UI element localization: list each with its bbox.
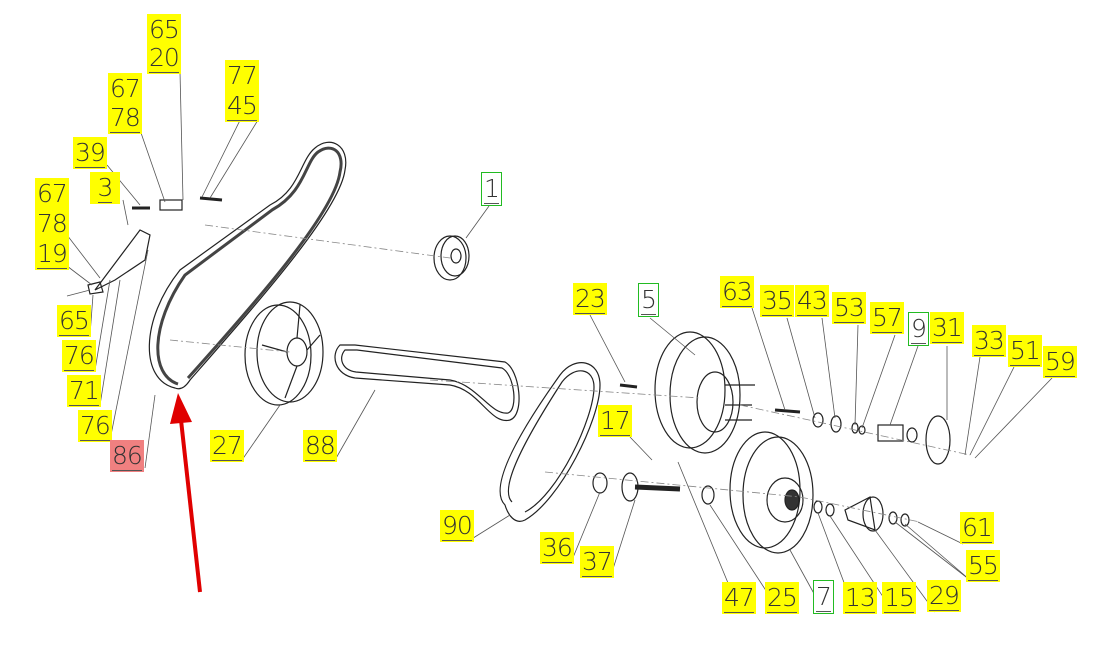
- callout-78[interactable]: 78: [35, 208, 69, 240]
- callout-number: 25: [767, 583, 798, 613]
- callout-number: 90: [442, 511, 473, 541]
- callout-number: 43: [797, 286, 828, 316]
- callout-number: 71: [69, 376, 100, 406]
- callout-number: 35: [762, 286, 793, 316]
- callout-number: 65: [59, 306, 90, 336]
- callout-number: 1: [484, 174, 500, 204]
- callout-55[interactable]: 55: [966, 550, 1000, 582]
- callout-71[interactable]: 71: [67, 375, 101, 407]
- callout-17[interactable]: 17: [598, 405, 632, 437]
- callout-number: 53: [834, 293, 865, 323]
- callout-15[interactable]: 15: [882, 582, 916, 614]
- callout-number: 76: [64, 341, 95, 371]
- belt-86: [148, 141, 347, 390]
- callout-number: 19: [37, 239, 68, 269]
- callout-number: 51: [1010, 336, 1041, 366]
- callout-76[interactable]: 76: [78, 410, 112, 442]
- callout-number: 23: [575, 284, 606, 314]
- belt-90: [499, 362, 601, 522]
- callout-number: 5: [641, 285, 657, 315]
- callout-76[interactable]: 76: [62, 340, 96, 372]
- callout-number: 9: [911, 314, 927, 344]
- callout-1[interactable]: 1: [481, 172, 502, 206]
- callout-3[interactable]: 3: [90, 172, 120, 204]
- callout-13[interactable]: 13: [843, 582, 877, 614]
- callout-5[interactable]: 5: [638, 283, 659, 317]
- callout-59[interactable]: 59: [1043, 346, 1077, 378]
- callout-77[interactable]: 77: [225, 60, 259, 92]
- callout-number: 7: [816, 582, 832, 612]
- callout-number: 65: [149, 15, 180, 45]
- callout-number: 61: [962, 513, 993, 543]
- callout-67[interactable]: 67: [108, 73, 142, 105]
- callout-88[interactable]: 88: [303, 430, 337, 462]
- callout-number: 63: [722, 277, 753, 307]
- drum-7: [729, 431, 814, 554]
- callout-29[interactable]: 29: [927, 580, 961, 612]
- callout-number: 47: [724, 583, 755, 613]
- callout-25[interactable]: 25: [765, 582, 799, 614]
- callout-number: 27: [212, 431, 243, 461]
- callout-9[interactable]: 9: [908, 312, 929, 346]
- callout-7[interactable]: 7: [813, 580, 834, 614]
- callout-90[interactable]: 90: [440, 510, 474, 542]
- callout-number: 15: [884, 583, 915, 613]
- callout-45[interactable]: 45: [225, 90, 259, 122]
- callout-23[interactable]: 23: [573, 283, 607, 315]
- callout-53[interactable]: 53: [832, 292, 866, 324]
- callout-number: 55: [968, 551, 999, 581]
- callout-number: 59: [1045, 347, 1076, 377]
- callout-65[interactable]: 65: [147, 14, 181, 46]
- callout-43[interactable]: 43: [795, 285, 829, 317]
- callout-33[interactable]: 33: [972, 325, 1006, 357]
- callout-number: 3: [97, 173, 113, 203]
- callout-number: 36: [542, 533, 573, 563]
- callout-31[interactable]: 31: [930, 312, 964, 344]
- pulley-27: [244, 301, 324, 406]
- callout-20[interactable]: 20: [147, 42, 181, 74]
- drum-5: [654, 331, 755, 454]
- callout-number: 67: [110, 74, 141, 104]
- callout-number: 88: [305, 431, 336, 461]
- callout-36[interactable]: 36: [540, 532, 574, 564]
- callout-37[interactable]: 37: [580, 546, 614, 578]
- callout-number: 39: [75, 138, 106, 168]
- callout-number: 45: [227, 91, 258, 121]
- callout-number: 76: [80, 411, 111, 441]
- callout-39[interactable]: 39: [73, 137, 107, 169]
- callout-number: 31: [932, 313, 963, 343]
- callout-number: 17: [600, 406, 631, 436]
- callout-number: 86: [112, 441, 143, 471]
- callout-number: 77: [227, 61, 258, 91]
- callout-27[interactable]: 27: [210, 430, 244, 462]
- callout-86[interactable]: 86: [110, 440, 144, 472]
- callout-65[interactable]: 65: [57, 305, 91, 337]
- callout-number: 57: [872, 303, 903, 333]
- callout-35[interactable]: 35: [760, 285, 794, 317]
- callout-number: 29: [929, 581, 960, 611]
- callout-number: 78: [110, 103, 141, 133]
- pulley-1: [433, 235, 470, 281]
- callout-67[interactable]: 67: [35, 178, 69, 210]
- callout-61[interactable]: 61: [960, 512, 994, 544]
- callout-number: 13: [845, 583, 876, 613]
- callout-51[interactable]: 51: [1008, 335, 1042, 367]
- callout-number: 33: [974, 326, 1005, 356]
- callout-78[interactable]: 78: [108, 102, 142, 134]
- callout-57[interactable]: 57: [870, 302, 904, 334]
- callout-19[interactable]: 19: [35, 238, 69, 270]
- highlight-arrow: [170, 393, 202, 593]
- callout-number: 67: [37, 179, 68, 209]
- callout-number: 37: [582, 547, 613, 577]
- belt-88: [334, 344, 520, 421]
- callout-47[interactable]: 47: [722, 582, 756, 614]
- callout-63[interactable]: 63: [720, 276, 754, 308]
- callout-number: 78: [37, 209, 68, 239]
- callout-number: 20: [149, 43, 180, 73]
